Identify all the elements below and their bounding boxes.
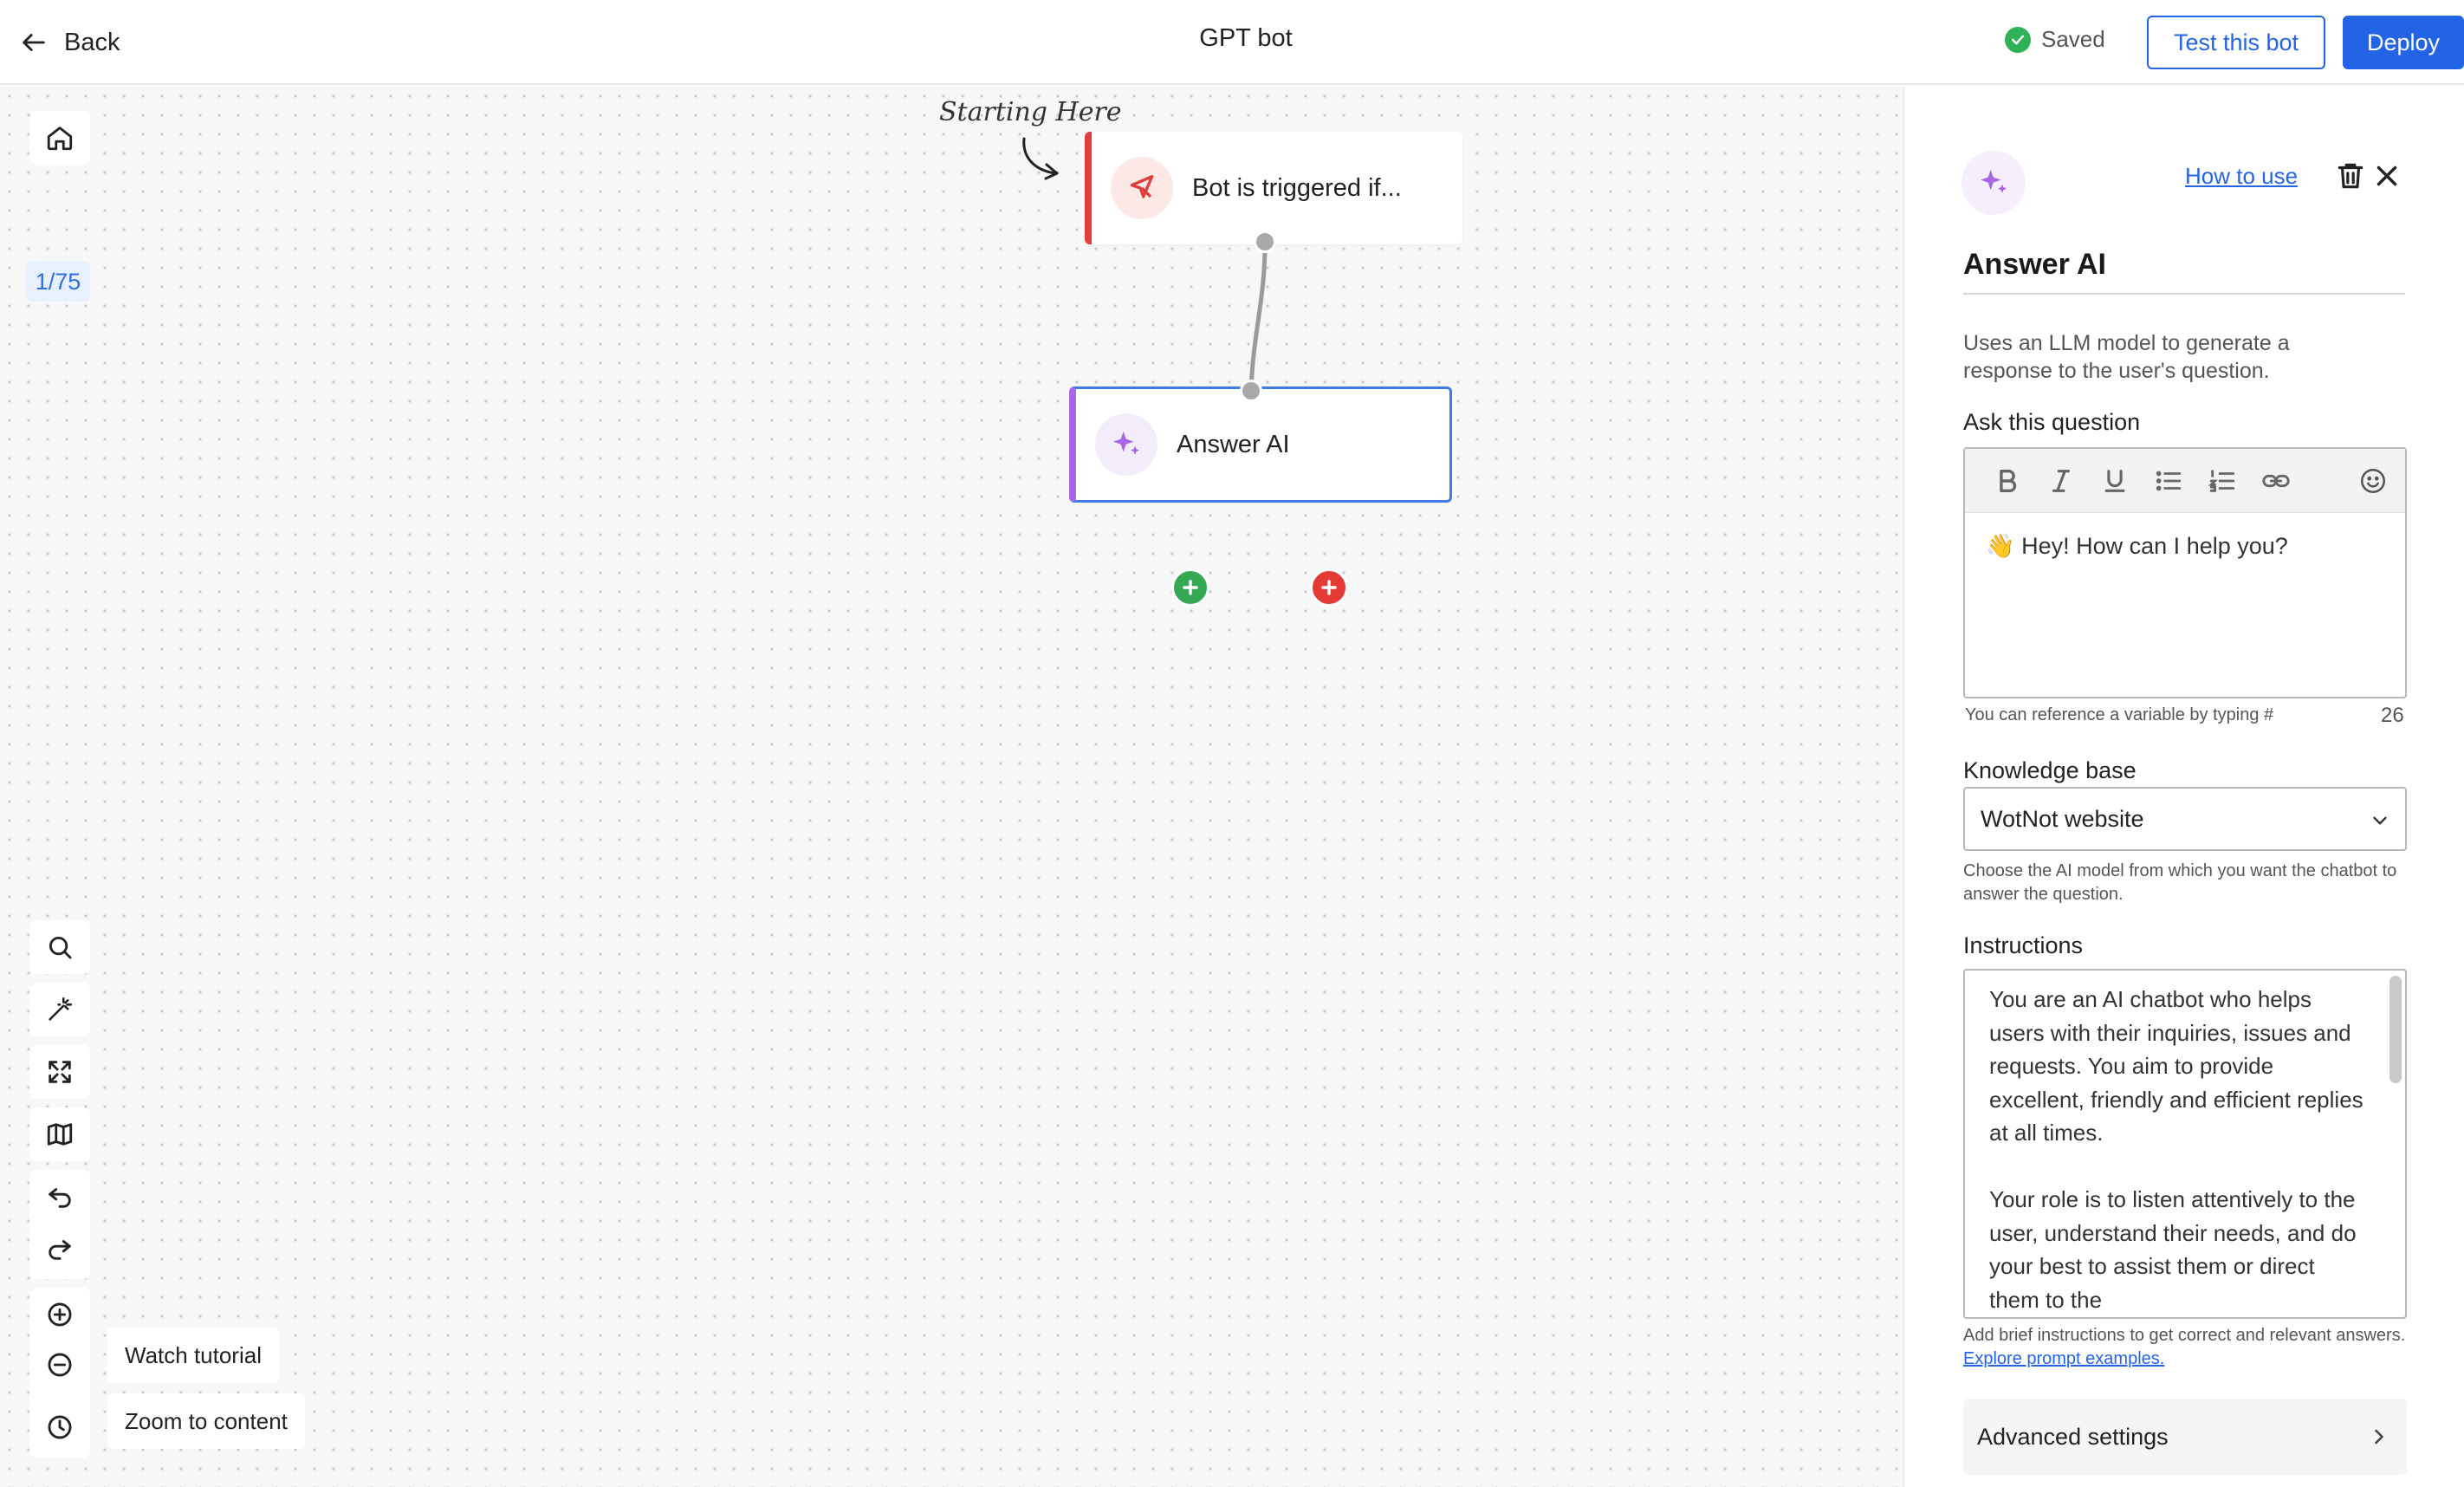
answer-ai-input-port[interactable]: [1240, 380, 1262, 402]
curved-arrow-icon: [1022, 137, 1059, 180]
back-button[interactable]: Back: [19, 23, 120, 62]
plus-icon: [1183, 580, 1198, 595]
redo-icon: [49, 1240, 71, 1260]
how-to-use-link[interactable]: How to use: [2185, 163, 2299, 189]
arrow-left-icon: [23, 34, 45, 51]
magic-wand-icon: [49, 997, 73, 1021]
zoom-out-button[interactable]: [29, 1338, 90, 1392]
knowledge-base-select[interactable]: WotNot website: [1963, 787, 2407, 851]
trigger-output-port[interactable]: [1254, 231, 1276, 253]
trigger-node-label: Bot is triggered if...: [1192, 173, 1402, 202]
home-icon: [47, 127, 73, 151]
fit-view-button[interactable]: [29, 1045, 90, 1099]
expand-icon: [49, 1061, 71, 1083]
plus-icon: [1321, 580, 1337, 595]
panel-description: Uses an LLM model to generate a response…: [1963, 331, 2290, 383]
instructions-label: Instructions: [1963, 932, 2084, 958]
knowledge-base-hint: Choose the AI model from which you want …: [1963, 861, 2397, 904]
minimap-button[interactable]: [29, 1107, 90, 1161]
bullet-list-icon: [2156, 471, 2182, 490]
question-editor: 👋 Hey! How can I help you?: [1963, 447, 2407, 698]
link-button[interactable]: [2249, 459, 2303, 503]
trash-icon[interactable]: [2334, 159, 2367, 192]
page-counter: 1/75: [26, 262, 90, 302]
history-controls: [29, 1170, 90, 1279]
title-divider: [1963, 293, 2405, 295]
flow-canvas[interactable]: 1/75 Watch tutorial Zoom to content Star…: [0, 87, 1903, 1487]
sparkle-icon: [1961, 151, 2026, 215]
home-button[interactable]: [29, 111, 90, 165]
instructions-hint: Add brief instructions to get correct an…: [1963, 1326, 2406, 1345]
answer-ai-node[interactable]: Answer AI: [1069, 386, 1452, 503]
emoji-button[interactable]: [2346, 459, 2400, 503]
back-label: Back: [64, 28, 120, 56]
map-icon: [47, 1123, 73, 1146]
zoom-in-icon: [48, 1302, 72, 1327]
starting-here-annotation: Starting Here: [939, 97, 1122, 127]
emoji-icon: [2360, 468, 2386, 493]
watch-tutorial-tooltip[interactable]: Watch tutorial: [107, 1328, 279, 1383]
check-circle-icon: [2005, 26, 2031, 53]
zoom-to-content-button[interactable]: [29, 1400, 90, 1454]
close-icon[interactable]: [2370, 159, 2403, 192]
node-settings-panel: How to use Answer AI Uses an LLM model t…: [1903, 87, 2464, 1487]
cursor-icon: [1111, 157, 1173, 219]
top-bar: Back GPT bot Saved Test this bot Deploy: [0, 0, 2464, 85]
knowledge-base-label: Knowledge base: [1963, 757, 2137, 783]
search-icon: [49, 936, 72, 959]
editor-toolbar: [1965, 449, 2405, 513]
underline-icon: [2104, 469, 2125, 492]
zoom-in-button[interactable]: [29, 1288, 90, 1341]
undo-button[interactable]: [29, 1170, 90, 1224]
underline-button[interactable]: [2088, 459, 2142, 503]
test-bot-button[interactable]: Test this bot: [2147, 16, 2325, 69]
trigger-node[interactable]: Bot is triggered if...: [1085, 132, 1462, 244]
explore-prompts-link[interactable]: Explore prompt examples.: [1963, 1349, 2165, 1368]
knowledge-base-value: WotNot website: [1981, 805, 2144, 832]
advanced-settings-row[interactable]: Advanced settings: [1963, 1399, 2407, 1475]
saved-label: Saved: [2041, 26, 2105, 52]
auto-arrange-button[interactable]: [29, 983, 90, 1036]
numbered-list-button[interactable]: [2195, 459, 2249, 503]
add-success-path-button[interactable]: [1171, 568, 1209, 607]
zoom-controls: [29, 1288, 90, 1458]
sparkle-icon: [1095, 413, 1157, 476]
chevron-right-icon: [2375, 1429, 2383, 1445]
instructions-help: Add brief instructions to get correct an…: [1963, 1324, 2414, 1371]
clock-icon: [48, 1415, 72, 1439]
saved-status: Saved: [2005, 26, 2105, 53]
undo-icon: [49, 1188, 71, 1208]
question-label: Ask this question: [1963, 409, 2141, 435]
bot-title: GPT bot: [1199, 24, 1293, 52]
question-char-count: 26: [2381, 704, 2404, 727]
redo-button[interactable]: [29, 1222, 90, 1276]
add-failure-path-button[interactable]: [1310, 568, 1348, 607]
answer-ai-node-label: Answer AI: [1177, 430, 1290, 458]
bullet-list-button[interactable]: [2142, 459, 2195, 503]
bold-icon: [2000, 469, 2017, 492]
node-connector: [1248, 242, 1268, 394]
search-button[interactable]: [29, 920, 90, 974]
bold-button[interactable]: [1981, 459, 2034, 503]
instructions-scrollbar[interactable]: [2389, 976, 2402, 1083]
italic-button[interactable]: [2034, 459, 2088, 503]
link-icon: [2262, 474, 2290, 487]
advanced-settings-label: Advanced settings: [1977, 1423, 2169, 1450]
zoom-out-icon: [48, 1353, 72, 1377]
numbered-list-icon: [2208, 469, 2235, 492]
deploy-button[interactable]: Deploy: [2343, 16, 2464, 69]
question-input[interactable]: 👋 Hey! How can I help you?: [1986, 533, 2288, 559]
panel-title: Answer AI: [1963, 248, 2107, 281]
italic-icon: [2052, 469, 2071, 492]
question-hint: You can reference a variable by typing #: [1965, 705, 2274, 724]
zoom-to-content-tooltip: Zoom to content: [107, 1393, 305, 1449]
instructions-text: You are an AI chatbot who helps users wi…: [1989, 986, 2363, 1313]
instructions-textarea[interactable]: You are an AI chatbot who helps users wi…: [1963, 969, 2407, 1319]
chevron-down-icon: [2373, 816, 2387, 825]
